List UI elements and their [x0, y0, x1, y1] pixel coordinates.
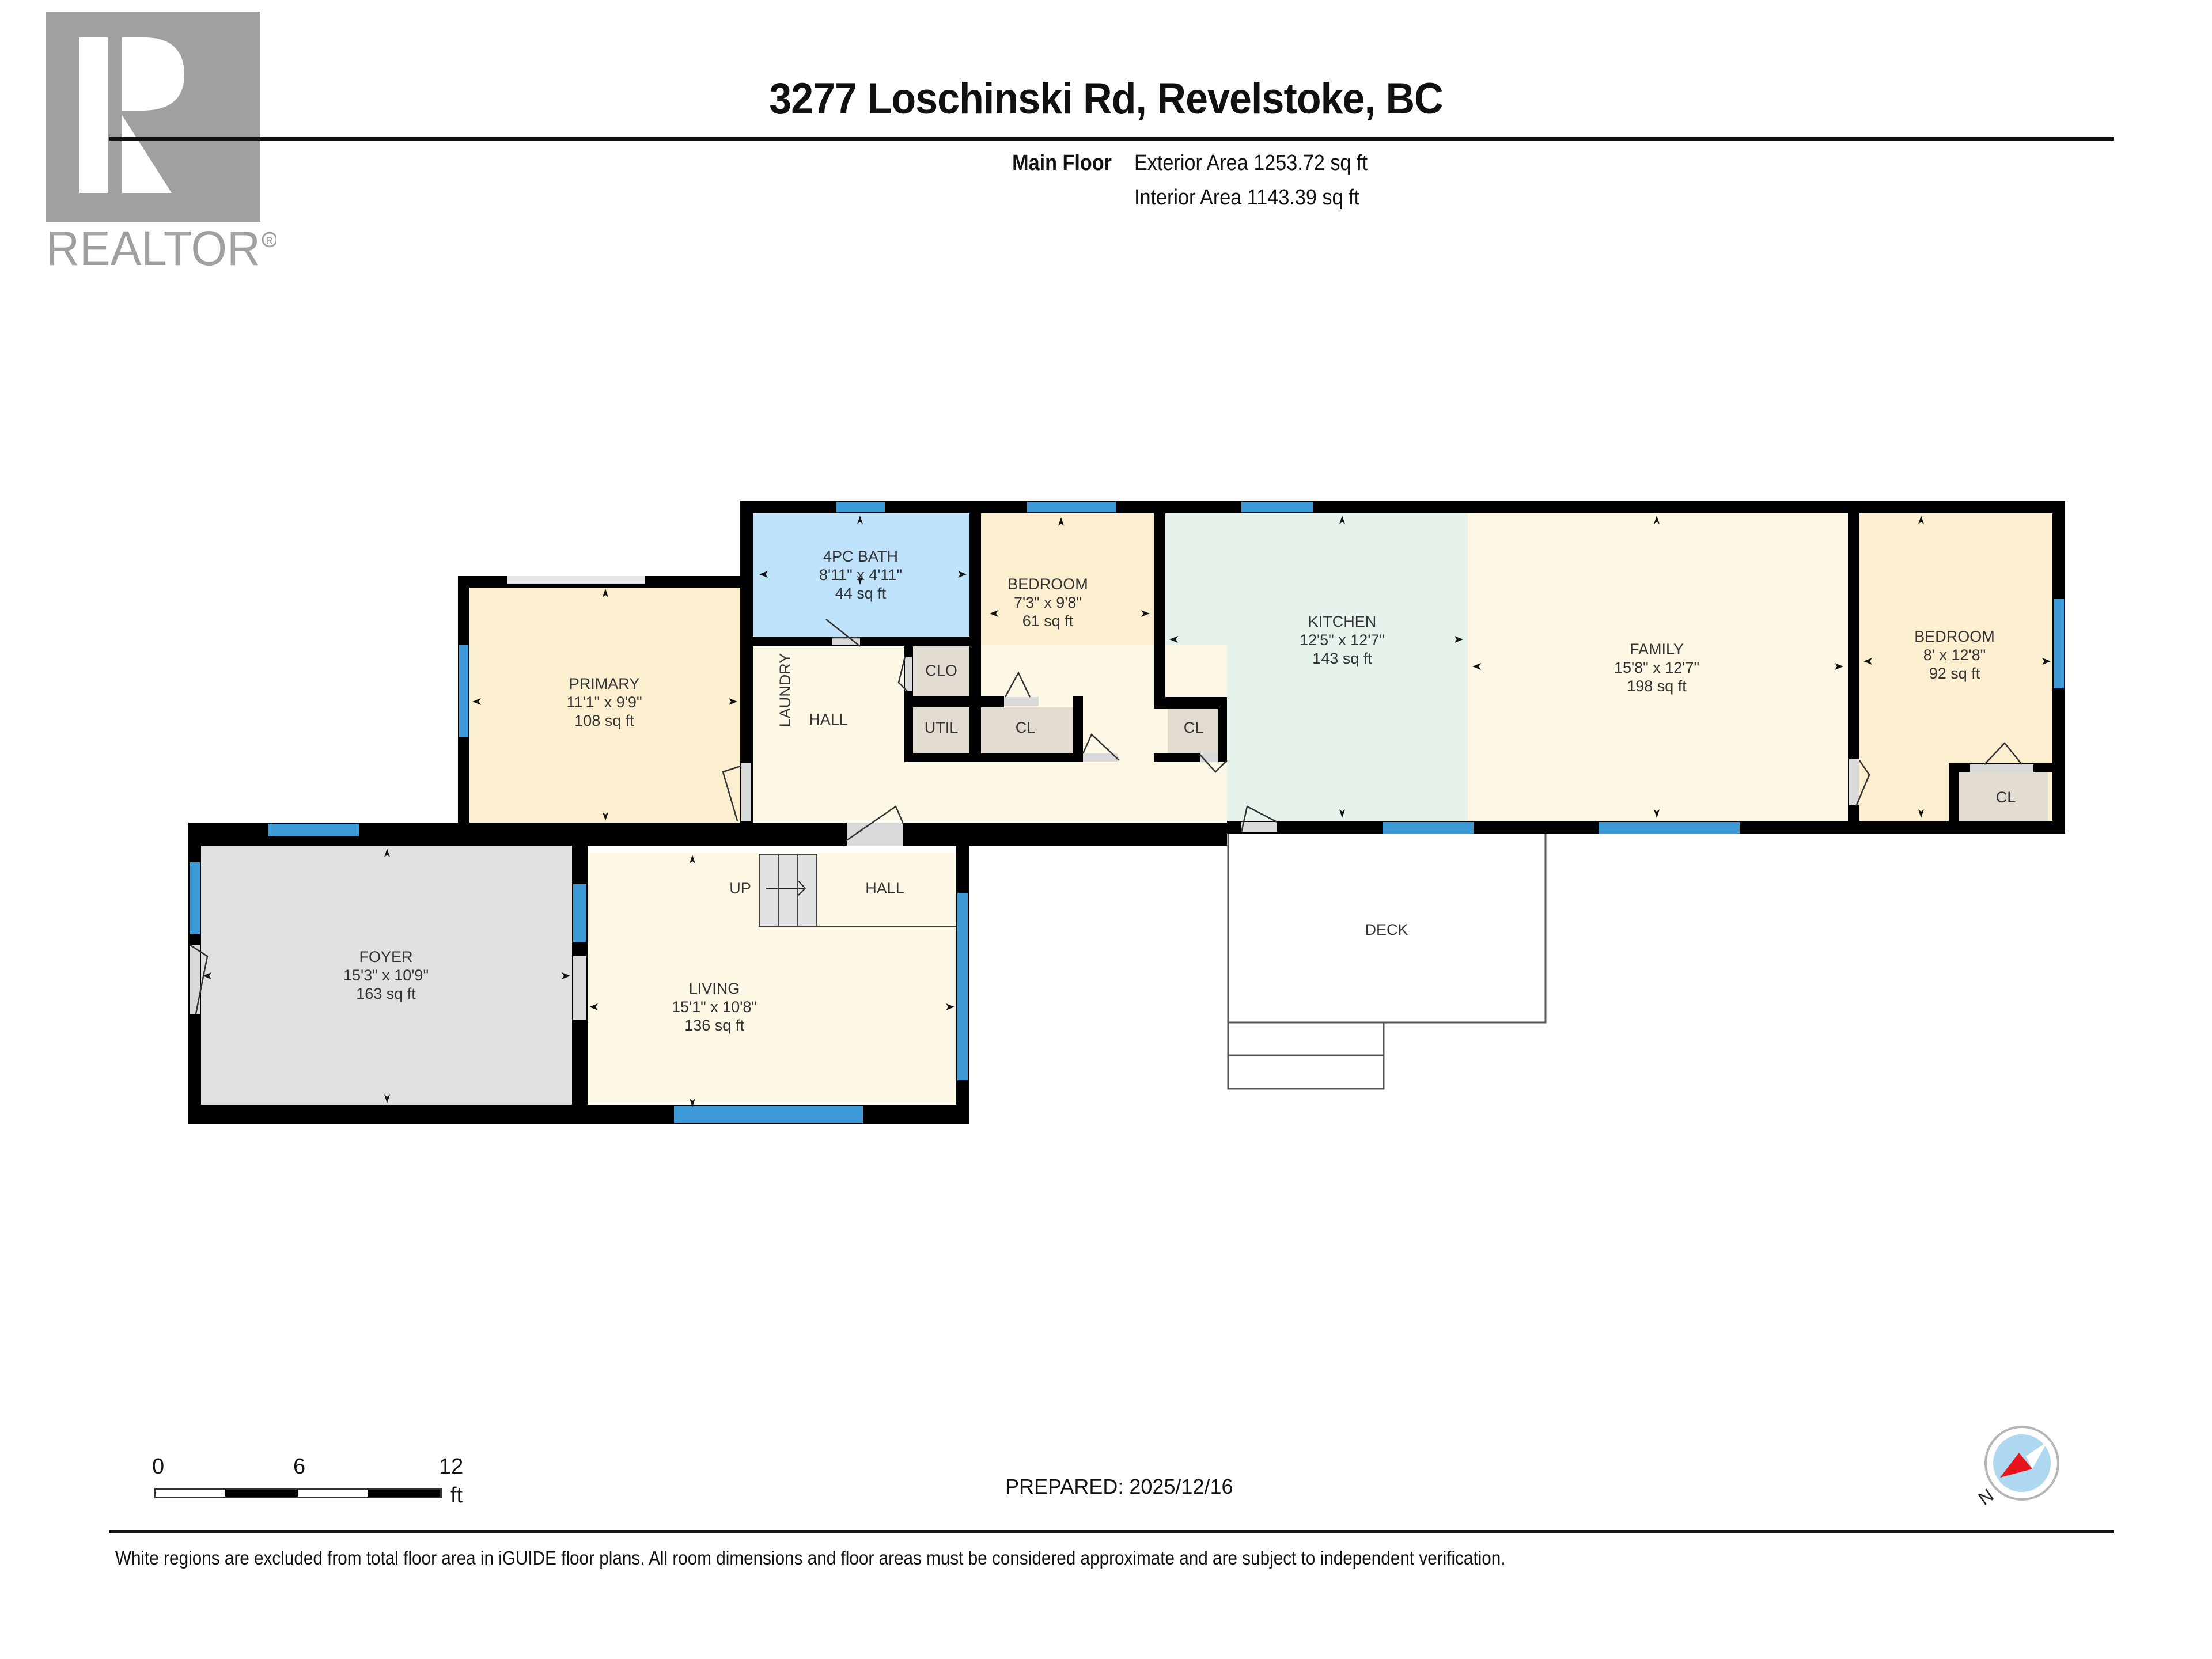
- room-label-kitchen: KITCHEN 12'5" x 12'7" 143 sq ft: [1300, 613, 1385, 667]
- closet-label: CL: [1016, 719, 1036, 736]
- compass-icon: N: [1975, 1426, 2059, 1509]
- window: [957, 893, 968, 1080]
- room-fill-bath: [752, 513, 969, 637]
- window: [836, 502, 885, 512]
- disclaimer-text: White regions are excluded from total fl…: [115, 1547, 1506, 1569]
- room-label-bath: 4PC BATH 8'11" x 4'11" 44 sq ft: [819, 548, 902, 602]
- window: [268, 824, 359, 836]
- scale-tick: 6: [293, 1455, 306, 1479]
- svg-text:PRIMARY: PRIMARY: [569, 675, 640, 692]
- window: [190, 862, 200, 934]
- svg-text:15'3" x 10'9": 15'3" x 10'9": [343, 967, 429, 984]
- svg-text:136 sq ft: 136 sq ft: [684, 1017, 744, 1034]
- scale-bar: 0 6 12 ft: [151, 1455, 497, 1518]
- hall-upper-label: HALL: [809, 711, 848, 728]
- closet-fill-clo: [912, 644, 969, 696]
- hall-lower-label: HALL: [865, 880, 904, 897]
- room-label-foyer: FOYER 15'3" x 10'9" 163 sq ft: [343, 948, 429, 1002]
- clo-label: CLO: [925, 662, 957, 679]
- svg-text:FOYER: FOYER: [359, 948, 412, 965]
- interior-area: Interior Area 1143.39 sq ft: [1134, 185, 1360, 210]
- stairs-up-label: UP: [729, 880, 751, 897]
- svg-text:BEDROOM: BEDROOM: [1007, 575, 1088, 593]
- floor-level-label: Main Floor: [1012, 151, 1112, 175]
- staircase: [759, 854, 956, 927]
- room-label-family: FAMILY 15'8" x 12'7" 198 sq ft: [1614, 641, 1699, 695]
- room-fill-primary: [469, 586, 740, 823]
- window: [2054, 599, 2064, 688]
- window: [1599, 822, 1740, 834]
- svg-text:N: N: [1975, 1484, 1998, 1509]
- svg-text:7'3" x 9'8": 7'3" x 9'8": [1014, 594, 1082, 611]
- svg-text:108 sq ft: 108 sq ft: [574, 712, 634, 729]
- scale-unit: ft: [450, 1483, 463, 1508]
- compass: N: [1970, 1423, 2074, 1521]
- room-label-living: LIVING 15'1" x 10'8" 136 sq ft: [672, 980, 757, 1034]
- closet-fill-cl2: [1959, 772, 2048, 821]
- svg-text:92 sq ft: 92 sq ft: [1929, 665, 1980, 682]
- window: [674, 1106, 863, 1123]
- svg-text:R: R: [266, 236, 273, 246]
- windows: [190, 502, 2064, 1123]
- scale-tick: 12: [439, 1455, 464, 1479]
- footer-divider: [109, 1530, 2114, 1533]
- svg-text:15'1" x 10'8": 15'1" x 10'8": [672, 998, 757, 1016]
- realtor-r-icon: REALTOR R: [46, 12, 278, 275]
- property-address-title: 3277 Loschinski Rd, Revelstoke, BC: [769, 74, 1443, 123]
- window: [573, 884, 586, 942]
- svg-text:4PC BATH: 4PC BATH: [823, 548, 898, 565]
- closet-fill-cl-kitchen: [1168, 707, 1227, 753]
- laundry-label: LAUNDRY: [777, 653, 794, 728]
- svg-text:LIVING: LIVING: [689, 980, 740, 997]
- svg-text:15'8" x 12'7": 15'8" x 12'7": [1614, 659, 1699, 676]
- realtor-logo: REALTOR R: [46, 12, 278, 288]
- closet-label: CL: [1184, 719, 1204, 736]
- scale-bar-graphic: [154, 1488, 442, 1498]
- svg-text:11'1" x 9'9": 11'1" x 9'9": [566, 694, 642, 711]
- scale-tick: 0: [152, 1455, 165, 1479]
- room-fill-foyer: [200, 846, 572, 1105]
- svg-text:KITCHEN: KITCHEN: [1308, 613, 1377, 630]
- svg-text:163 sq ft: 163 sq ft: [356, 985, 416, 1002]
- closet-fill-cl1: [981, 707, 1073, 753]
- svg-text:BEDROOM: BEDROOM: [1914, 628, 1995, 645]
- prepared-date: PREPARED: 2025/12/16: [1005, 1475, 1233, 1498]
- closet-fill-util: [912, 707, 969, 753]
- room-label-bedroom2: BEDROOM 8' x 12'8" 92 sq ft: [1914, 628, 1995, 682]
- window: [1241, 502, 1313, 512]
- closet-label: CL: [1996, 789, 2016, 806]
- deck-label: DECK: [1365, 921, 1408, 938]
- svg-text:FAMILY: FAMILY: [1630, 641, 1684, 658]
- util-label: UTIL: [925, 719, 959, 736]
- room-label-bedroom1: BEDROOM 7'3" x 9'8" 61 sq ft: [1007, 575, 1088, 630]
- svg-text:8'11" x 4'11": 8'11" x 4'11": [819, 566, 902, 584]
- exterior-area: Exterior Area 1253.72 sq ft: [1134, 151, 1368, 175]
- deck-outline: [1227, 834, 1547, 1090]
- room-label-primary: PRIMARY 11'1" x 9'9" 108 sq ft: [566, 675, 642, 729]
- room-fill-family: [1468, 513, 1848, 821]
- svg-text:12'5" x 12'7": 12'5" x 12'7": [1300, 631, 1385, 649]
- svg-text:REALTOR: REALTOR: [46, 221, 260, 275]
- window: [1027, 502, 1116, 512]
- window: [459, 645, 468, 737]
- svg-text:198 sq ft: 198 sq ft: [1627, 677, 1687, 695]
- svg-text:143 sq ft: 143 sq ft: [1312, 650, 1372, 667]
- title-divider: [109, 137, 2114, 141]
- dimension-arrows: [203, 516, 2051, 1107]
- svg-text:44 sq ft: 44 sq ft: [835, 585, 887, 602]
- doors: [189, 576, 2033, 1020]
- window: [1382, 822, 1474, 834]
- svg-text:61 sq ft: 61 sq ft: [1022, 612, 1074, 630]
- svg-text:8' x 12'8": 8' x 12'8": [1923, 646, 1986, 664]
